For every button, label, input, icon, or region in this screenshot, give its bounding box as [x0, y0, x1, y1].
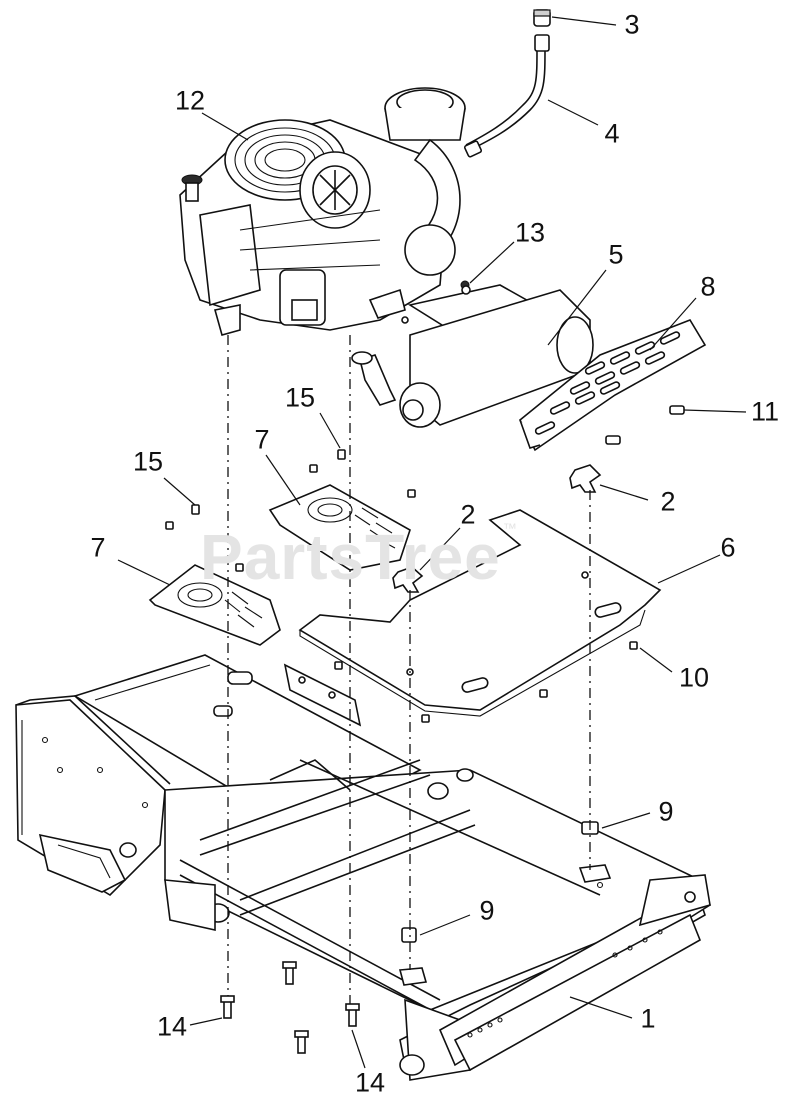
callout-7-upper[interactable]: 7	[254, 424, 270, 455]
callout-9-center[interactable]: 9	[479, 895, 495, 926]
engine	[179, 87, 466, 336]
leader-lines	[117, 16, 747, 1069]
callout-2-center[interactable]: 2	[460, 499, 476, 530]
callout-15-lower[interactable]: 15	[132, 446, 164, 477]
callout-15-upper[interactable]: 15	[284, 382, 316, 413]
callout-14-left[interactable]: 14	[156, 1011, 188, 1042]
muffler	[351, 280, 594, 428]
callout-10[interactable]: 10	[678, 662, 710, 693]
frame-assembly	[15, 654, 712, 1081]
floor-plates	[148, 484, 411, 646]
callout-2-right[interactable]: 2	[660, 486, 676, 517]
callout-11[interactable]: 11	[750, 396, 780, 427]
callout-8[interactable]: 8	[700, 271, 716, 302]
callout-6[interactable]: 6	[720, 532, 736, 563]
callout-9-right[interactable]: 9	[658, 796, 674, 827]
assembly-lines	[227, 335, 591, 1004]
callout-1[interactable]: 1	[640, 1003, 656, 1034]
callout-14-bottom[interactable]: 14	[354, 1067, 386, 1098]
callout-7-lower[interactable]: 7	[90, 532, 106, 563]
trademark-symbol: ™	[502, 520, 518, 536]
heat-shield	[518, 319, 707, 452]
callout-5[interactable]: 5	[608, 239, 624, 270]
callout-12[interactable]: 12	[174, 85, 206, 116]
callout-4[interactable]: 4	[604, 118, 620, 149]
fuel-line	[463, 9, 551, 158]
callout-3[interactable]: 3	[624, 9, 640, 40]
watermark-text: PartsTree	[200, 521, 501, 593]
callout-13[interactable]: 13	[514, 217, 546, 248]
